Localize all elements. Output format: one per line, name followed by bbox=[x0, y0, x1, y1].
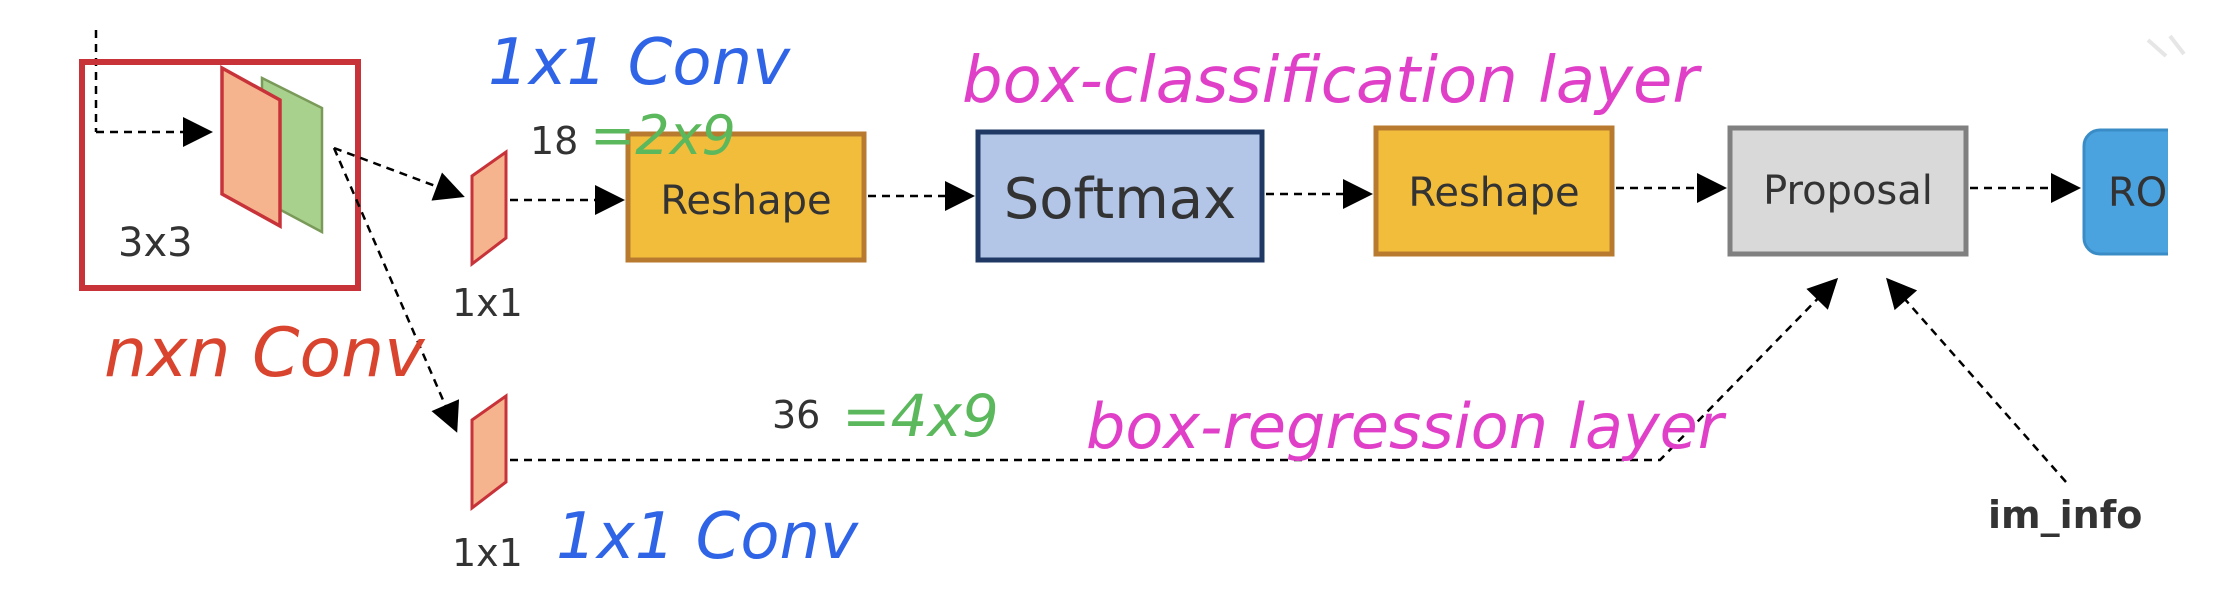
reg-layer-annotation: box-regression layer bbox=[1086, 390, 1727, 463]
softmax-box bbox=[975, 129, 1265, 263]
conv-frame bbox=[79, 59, 361, 291]
im-info-label: im_info bbox=[1988, 493, 2142, 537]
cls-1x1-filter bbox=[470, 149, 508, 268]
proposal-box bbox=[1727, 125, 1969, 257]
reg-kernel-label: 1x1 bbox=[452, 531, 523, 575]
branch-arrow-reg bbox=[332, 147, 460, 433]
conv-kernel-label: 3x3 bbox=[118, 220, 193, 266]
faint-mark bbox=[2146, 34, 2186, 58]
cls-kernel-label: 1x1 bbox=[452, 281, 523, 325]
nxn-conv-annotation: nxn Conv bbox=[104, 314, 426, 393]
branch-arrow-cls bbox=[333, 146, 465, 201]
reshape1-label: Reshape bbox=[660, 178, 831, 224]
orange-filter bbox=[220, 65, 282, 229]
cls-layer-annotation: box-classification layer bbox=[962, 44, 1702, 118]
conv-nxn-block: 3x3 bbox=[79, 30, 361, 291]
arrow-iminfo-to-proposal bbox=[1886, 277, 2067, 483]
reshape2-label: Reshape bbox=[1408, 170, 1579, 216]
reg-1x1-filter bbox=[470, 393, 508, 512]
conv1x1-bottom-annotation: 1x1 Conv bbox=[556, 500, 859, 574]
reshape2-box bbox=[1373, 125, 1615, 257]
arrow-reg-to-proposal bbox=[510, 277, 1839, 462]
proposal-label: Proposal bbox=[1763, 168, 1933, 214]
reshape1-box bbox=[625, 131, 867, 263]
softmax-label: Softmax bbox=[1004, 167, 1237, 232]
cls-eq-annotation: =2x9 bbox=[590, 104, 736, 167]
reg-channels-label: 36 bbox=[772, 393, 820, 437]
reg-eq-annotation: =4x9 bbox=[842, 382, 999, 450]
cls-channels-label: 18 bbox=[530, 119, 578, 163]
conv1x1-top-annotation: 1x1 Conv bbox=[488, 26, 791, 100]
right-crop bbox=[2168, 0, 2224, 596]
roi-label: RO bbox=[2108, 170, 2167, 216]
